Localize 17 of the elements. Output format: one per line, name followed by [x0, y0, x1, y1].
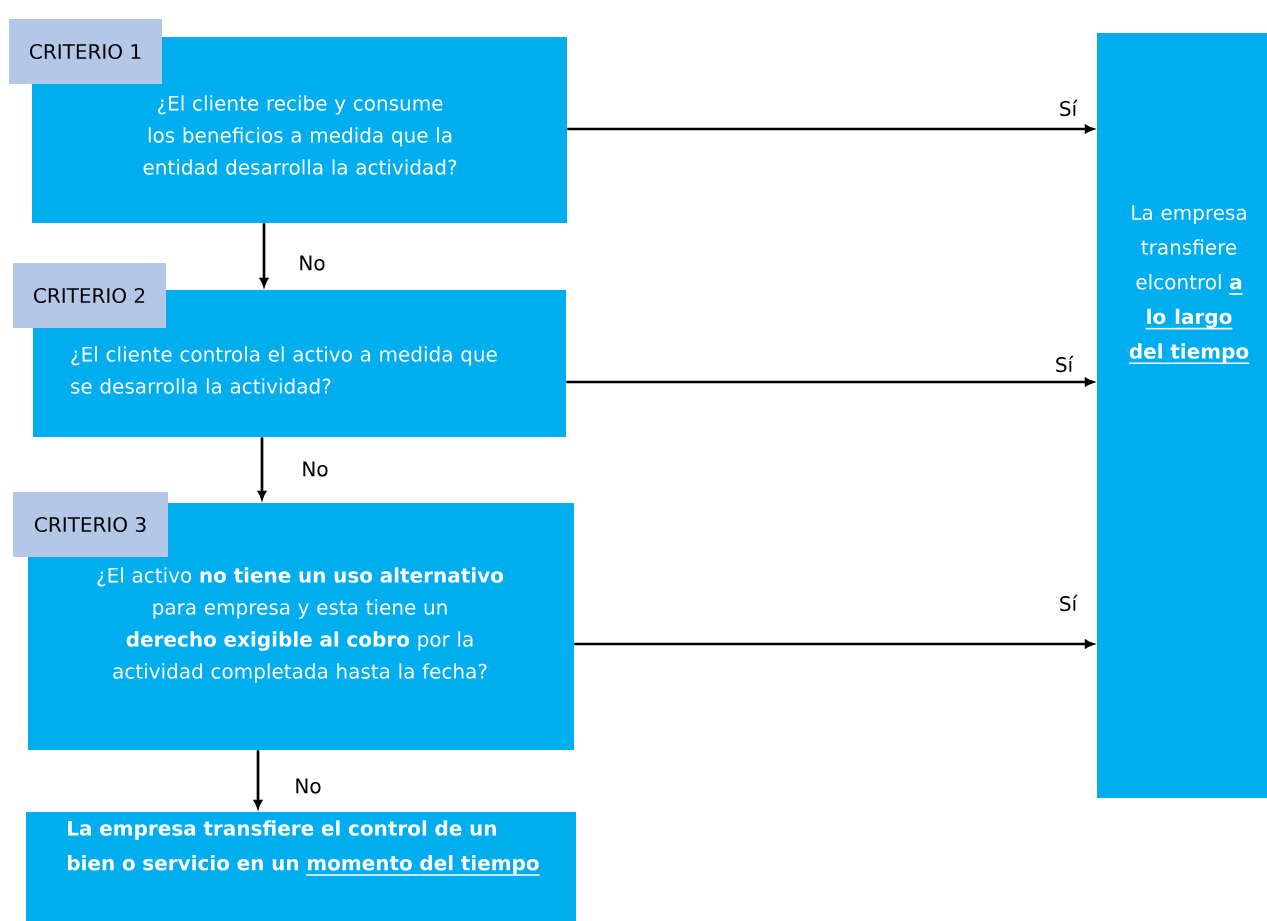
- arrow: [567, 124, 1094, 134]
- result-box: La empresa transfiere el control de un bien o servicio en un momento del tiempo: [26, 812, 576, 921]
- edge-label: No: [300, 460, 330, 478]
- edge-label: Sí: [1053, 354, 1075, 374]
- arrow: [566, 377, 1094, 387]
- arrow: [257, 437, 267, 500]
- arrow: [253, 750, 263, 809]
- edge-label: No: [293, 777, 323, 795]
- criterion-tab: CRITERIO 3: [13, 492, 168, 557]
- edge-label: Sí: [1057, 98, 1079, 118]
- edge-label: No: [297, 254, 327, 272]
- arrow: [574, 639, 1094, 649]
- result-box: La empresa transfiere elcontrol a lo largo del tiempo: [1097, 33, 1267, 798]
- criterion-tab: CRITERIO 1: [9, 19, 162, 84]
- edge-label: Sí: [1057, 593, 1079, 613]
- arrow: [259, 223, 269, 287]
- criterion-tab: CRITERIO 2: [13, 263, 166, 328]
